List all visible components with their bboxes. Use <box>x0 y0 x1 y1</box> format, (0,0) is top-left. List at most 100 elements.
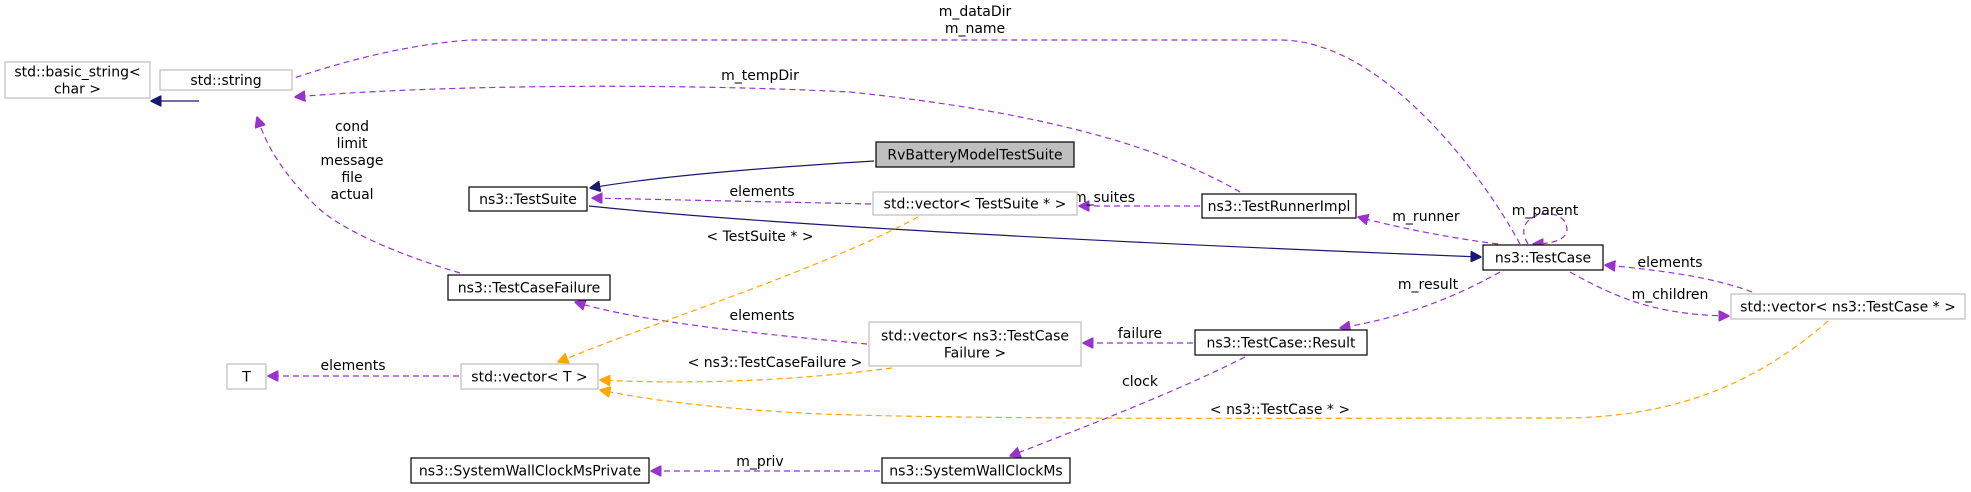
node-label: ns3::TestRunnerImpl <box>1208 199 1351 215</box>
node-vector-suite[interactable]: std::vector< TestSuite * > <box>872 191 1078 216</box>
edge-veccase-vecT <box>600 320 1829 419</box>
edge-label-failure-string: actual <box>330 187 373 203</box>
node-label: ns3::TestCaseFailure <box>458 281 600 297</box>
node-label: ns3::TestSuite <box>479 192 577 208</box>
edge-label-runner-vecsuite: m_suites <box>1073 190 1135 206</box>
edge-vecfailure-vecT <box>600 367 893 382</box>
edge-label-vecsuite-vecT: < TestSuite * > <box>706 229 813 245</box>
node-test-case[interactable]: ns3::TestCase <box>1482 244 1604 271</box>
edge-testcase-result <box>1340 271 1501 328</box>
node-label: std::vector< ns3::TestCase * > <box>1740 300 1956 316</box>
node-wallclock[interactable]: ns3::SystemWallClockMs <box>881 457 1071 484</box>
edge-line-veccase-testcase <box>1605 265 1753 293</box>
node-box <box>875 141 1075 168</box>
edge-line-vecsuite-vecT <box>558 216 919 362</box>
node-runner-impl[interactable]: ns3::TestRunnerImpl <box>1201 193 1357 219</box>
node-wallclock-private[interactable]: ns3::SystemWallClockMsPrivate <box>410 457 650 484</box>
edge-label-testcase-string: m_name <box>945 21 1005 37</box>
node-box <box>447 274 611 301</box>
edge-line-testcase-self <box>1523 213 1568 244</box>
edge-label-veccase-testcase: elements <box>1637 255 1702 271</box>
node-box <box>4 61 151 99</box>
node-box <box>1201 193 1357 219</box>
node-box <box>868 321 1082 367</box>
node-label: T <box>241 370 251 386</box>
node-label: Failure > <box>944 346 1006 362</box>
edge-label-failure-string: cond <box>335 119 369 135</box>
edge-line-testcase-veccase <box>1569 271 1729 316</box>
node-label: std::string <box>190 73 261 89</box>
edge-label-vecT-T: elements <box>320 358 385 374</box>
edge-line-testcase-string <box>277 39 1521 245</box>
edge-rv-testsuite <box>590 160 875 188</box>
node-box <box>159 69 293 91</box>
edge-testcase-self <box>1523 213 1568 244</box>
node-label: RvBatteryModelTestSuite <box>887 148 1062 164</box>
node-result[interactable]: ns3::TestCase::Result <box>1194 329 1368 356</box>
node-test-suite[interactable]: ns3::TestSuite <box>468 186 588 212</box>
node-T[interactable]: T <box>226 363 267 390</box>
edge-runner-string <box>295 85 1241 193</box>
edge-label-testcase-self: m_parent <box>1512 203 1579 219</box>
node-vector-case[interactable]: std::vector< ns3::TestCase * > <box>1730 293 1966 320</box>
node-vector-failure[interactable]: std::vector< ns3::TestCaseFailure > <box>868 321 1082 367</box>
edge-testcase-string <box>277 39 1521 245</box>
edge-label-runner-string: m_tempDir <box>721 68 799 84</box>
edge-line-failure-string <box>257 117 461 274</box>
node-string[interactable]: std::string <box>159 69 293 91</box>
node-label: ns3::SystemWallClockMsPrivate <box>419 464 641 480</box>
edge-line-result-wallclock <box>1010 356 1246 456</box>
node-box <box>1482 244 1604 271</box>
edge-label-failure-string: file <box>341 170 362 186</box>
node-vector-T[interactable]: std::vector< T > <box>460 363 599 390</box>
node-box <box>226 363 267 390</box>
node-basic-string[interactable]: std::basic_string<char > <box>4 61 151 99</box>
node-box <box>1730 293 1966 320</box>
node-box <box>881 457 1071 484</box>
edge-testcase-runner <box>1358 217 1499 245</box>
node-label: std::vector< T > <box>471 370 587 386</box>
edge-vecsuite-testsuite <box>592 198 872 205</box>
edge-label-result-vecfailure: failure <box>1118 326 1162 342</box>
edge-label-result-wallclock: clock <box>1122 374 1159 390</box>
edge-line-testcase-runner <box>1358 217 1499 245</box>
node-label: std::basic_string< <box>14 65 140 81</box>
edge-label-failure-string: message <box>321 153 384 169</box>
node-rv-suite[interactable]: RvBatteryModelTestSuite <box>875 141 1075 168</box>
node-label: ns3::TestCase::Result <box>1206 336 1356 352</box>
edge-line-vecsuite-testsuite <box>592 198 872 205</box>
node-box <box>1194 329 1368 356</box>
node-box <box>410 457 650 484</box>
edge-label-testcase-string: m_dataDir <box>939 4 1012 20</box>
edge-line-veccase-vecT <box>600 320 1829 419</box>
node-box <box>460 363 599 390</box>
node-box <box>872 191 1078 216</box>
edge-testsuite-testcase <box>588 205 1481 257</box>
edge-veccase-testcase <box>1605 265 1753 293</box>
edge-label-testcase-veccase: m_children <box>1632 287 1709 303</box>
edge-label-failure-string: limit <box>337 136 368 152</box>
edge-testcase-veccase <box>1569 271 1729 316</box>
edge-label-vecfailure-vecT: < ns3::TestCaseFailure > <box>688 355 863 371</box>
edge-vecsuite-vecT <box>558 216 919 362</box>
edge-label-veccase-vecT: < ns3::TestCase * > <box>1210 402 1350 418</box>
node-label: std::vector< TestSuite * > <box>884 197 1067 213</box>
edge-line-rv-testsuite <box>590 160 875 188</box>
edge-line-runner-string <box>295 85 1241 193</box>
edge-line-testsuite-testcase <box>588 205 1481 257</box>
edge-line-vecfailure-vecT <box>600 367 893 382</box>
edge-label-wallclock-private: m_priv <box>736 454 783 470</box>
node-case-failure[interactable]: ns3::TestCaseFailure <box>447 274 611 301</box>
edge-failure-string <box>257 117 461 274</box>
edge-line-testcase-result <box>1340 271 1501 328</box>
node-label: char > <box>54 82 101 98</box>
edge-vecfailure-failure <box>575 302 868 345</box>
node-label: ns3::SystemWallClockMs <box>889 464 1062 480</box>
node-box <box>468 186 588 212</box>
edge-result-wallclock <box>1010 356 1246 456</box>
edge-line-vecfailure-failure <box>575 302 868 345</box>
edge-label-vecfailure-failure: elements <box>729 308 794 324</box>
node-label: std::vector< ns3::TestCase <box>881 329 1069 345</box>
edge-label-testcase-runner: m_runner <box>1392 209 1460 225</box>
